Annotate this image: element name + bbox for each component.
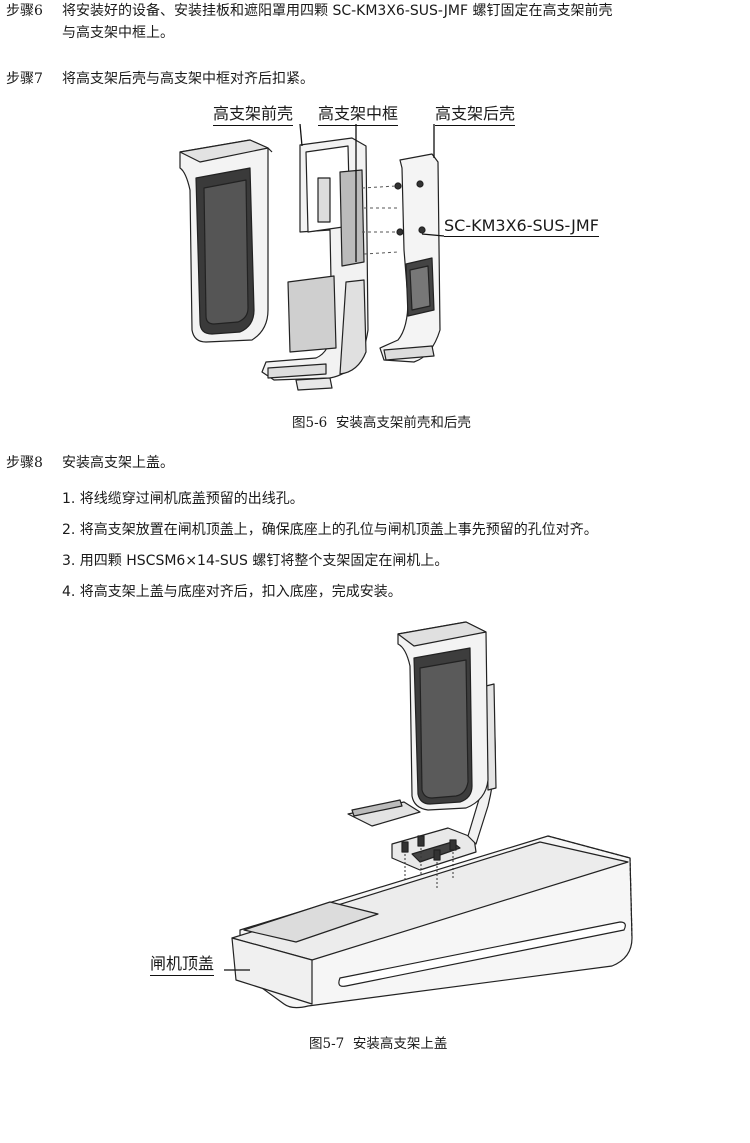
label-screw: SC-KM3X6-SUS-JMF: [444, 216, 599, 237]
cover-plate-drawing: [347, 799, 421, 827]
figure-5-6-caption-text: 安装高支架前壳和后壳: [335, 415, 471, 431]
figure-5-6-caption: 图5-6 安装高支架前壳和后壳: [292, 411, 471, 431]
figure-5-6-caption-number: 图5-6: [292, 415, 328, 431]
upper-head-drawing: [397, 621, 489, 811]
gate-body-drawing: [231, 835, 633, 1009]
step8-paragraph: 步骤8 安装高支架上盖。: [6, 452, 746, 474]
figure-5-7-drawing: [224, 621, 633, 1009]
front-shell-drawing: [179, 139, 273, 343]
step8-item-2: 2. 将高支架放置在闸机顶盖上，确保底座上的孔位与闸机顶盖上事先预留的孔位对齐。: [62, 522, 598, 538]
label-middle-frame: 高支架中框: [318, 100, 399, 126]
label-gate-top-cover: 闸机顶盖: [150, 950, 215, 976]
step8-item-1: 1. 将线缆穿过闸机底盖预留的出线孔。: [62, 491, 304, 507]
step6-text-line1: 将安装好的设备、安装挂板和遮阳罩用四颗 SC-KM3X6-SUS-JMF 螺钉固…: [62, 3, 613, 19]
step8-item-4: 4. 将高支架上盖与底座对齐后，扣入底座，完成安装。: [62, 584, 402, 600]
figure-5-7-caption-number: 图5-7: [309, 1036, 345, 1052]
step7-label: 步骤7: [6, 71, 43, 87]
figure-5-7-caption-text: 安装高支架上盖: [352, 1036, 448, 1052]
label-back-shell: 高支架后壳: [435, 100, 516, 126]
step8-label: 步骤8: [6, 455, 43, 471]
step7-text: 将高支架后壳与高支架中框对齐后扣紧。: [62, 71, 314, 87]
middle-frame-drawing: [261, 137, 369, 391]
figure-5-6-drawing: [179, 123, 445, 391]
screw-drawings: [394, 180, 426, 236]
step7-paragraph: 步骤7 将高支架后壳与高支架中框对齐后扣紧。: [6, 68, 746, 90]
step6-paragraph: 步骤6 将安装好的设备、安装挂板和遮阳罩用四颗 SC-KM3X6-SUS-JMF …: [6, 0, 746, 44]
step8-item-3: 3. 用四颗 HSCSM6×14-SUS 螺钉将整个支架固定在闸机上。: [62, 553, 449, 569]
label-front-shell: 高支架前壳: [213, 100, 294, 126]
figure-5-6: 高支架前壳 高支架中框 高支架后壳 SC-KM3X6-SUS-JMF: [0, 0, 750, 440]
figure-5-7: 闸机顶盖: [0, 600, 750, 1020]
step6-text-line2: 与高支架中框上。: [62, 25, 174, 41]
back-shell-drawing: [379, 153, 441, 363]
figure-5-7-caption: 图5-7 安装高支架上盖: [309, 1032, 447, 1052]
step8-text: 安装高支架上盖。: [62, 455, 174, 471]
bolt-drawings: [401, 835, 457, 861]
step6-label: 步骤6: [6, 3, 43, 19]
